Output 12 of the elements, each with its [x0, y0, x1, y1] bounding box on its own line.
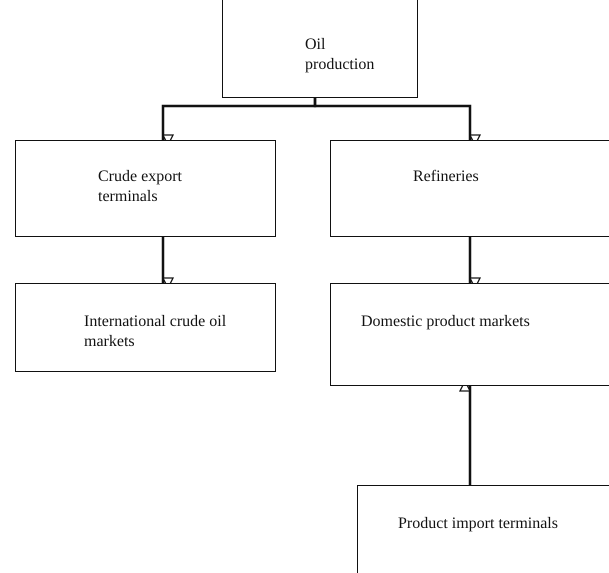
- process-box: [330, 283, 609, 386]
- process-box: [222, 0, 418, 98]
- process-box: [330, 140, 609, 237]
- process-box: [15, 283, 276, 372]
- box-label: Domestic product markets: [361, 312, 531, 332]
- process-box: [357, 485, 609, 573]
- box-label: Crude export terminals: [98, 167, 183, 207]
- box-label: Product import terminals: [398, 514, 559, 534]
- box-label: International crude oil markets: [84, 312, 228, 352]
- process-box: [15, 140, 276, 237]
- box-label: Oil production: [305, 35, 376, 75]
- box-label: Refineries: [413, 167, 480, 187]
